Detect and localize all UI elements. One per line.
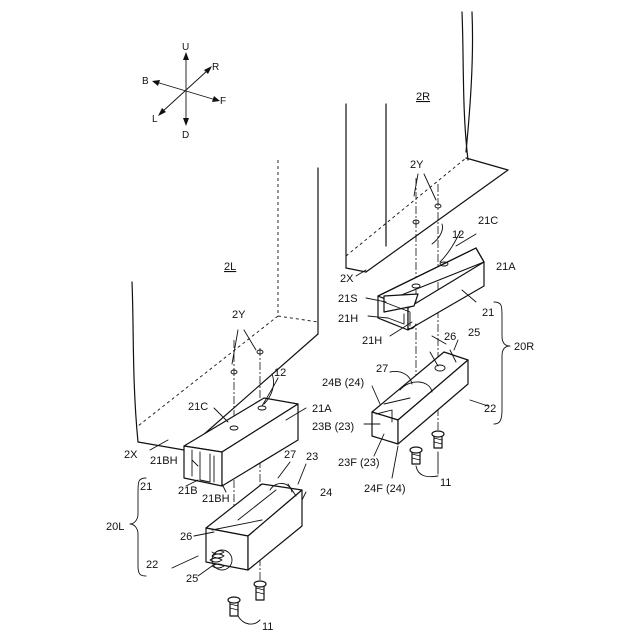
- label-21BH-a: 21BH: [150, 455, 178, 467]
- direction-front-label: F: [220, 96, 226, 107]
- label-2X-right: 2X: [340, 273, 354, 285]
- direction-back-label: B: [142, 76, 149, 87]
- label-25-right: 25: [468, 327, 480, 339]
- label-21A-right: 21A: [496, 261, 516, 273]
- direction-right-label: R: [212, 62, 219, 73]
- label-21H-a: 21H: [338, 313, 358, 325]
- label-2R: 2R: [416, 91, 430, 103]
- label-27-right: 27: [376, 363, 388, 375]
- label-23-left: 23: [306, 451, 318, 463]
- direction-left-label: L: [152, 114, 158, 125]
- right-screws-11: [410, 431, 444, 477]
- label-26-right: 26: [444, 331, 456, 343]
- label-24B: 24B (24): [322, 377, 364, 389]
- label-23F: 23F (23): [338, 457, 380, 469]
- label-2Y-left: 2Y: [232, 309, 246, 321]
- label-21C-left: 21C: [188, 401, 208, 413]
- labels: 2R 2L 2Y 2Y 2X 2X 21C 12 21A 21S 21H 21 …: [106, 91, 534, 633]
- label-11-left: 11: [262, 621, 273, 633]
- label-24F: 24F (24): [364, 483, 406, 495]
- label-27-left: 27: [284, 449, 296, 461]
- label-12-right: 12: [452, 229, 464, 241]
- label-21C-right: 21C: [478, 215, 498, 227]
- label-22-left: 22: [146, 559, 158, 571]
- left-screws-11: [228, 581, 266, 624]
- left-upper-bracket-21: [184, 378, 298, 486]
- leg-right: [346, 12, 508, 272]
- label-21B: 21B: [178, 485, 198, 497]
- direction-up-label: U: [182, 42, 189, 53]
- label-21S: 21S: [338, 293, 358, 305]
- right-upper-bracket-21: [378, 232, 484, 330]
- label-26-left: 26: [180, 531, 192, 543]
- label-2Y-right: 2Y: [410, 159, 424, 171]
- label-22-right: 22: [484, 403, 496, 415]
- label-20L: 20L: [106, 521, 124, 533]
- label-21BH-b: 21BH: [202, 493, 230, 505]
- label-23B: 23B (23): [312, 421, 354, 433]
- label-11-right: 11: [440, 477, 451, 489]
- label-2X-left: 2X: [124, 449, 138, 461]
- label-21-left: 21: [140, 481, 152, 493]
- direction-indicator: U D B F L R: [142, 42, 226, 141]
- direction-down-label: D: [182, 130, 189, 141]
- label-24-left: 24: [320, 487, 332, 499]
- label-21H-b: 21H: [362, 335, 382, 347]
- label-25-left: 25: [186, 573, 198, 585]
- label-21A-left: 21A: [312, 403, 332, 415]
- label-12-left: 12: [274, 367, 286, 379]
- right-brace-20R: [494, 302, 510, 424]
- label-20R: 20R: [514, 341, 534, 353]
- label-2L: 2L: [224, 261, 236, 273]
- label-21-right: 21: [482, 307, 494, 319]
